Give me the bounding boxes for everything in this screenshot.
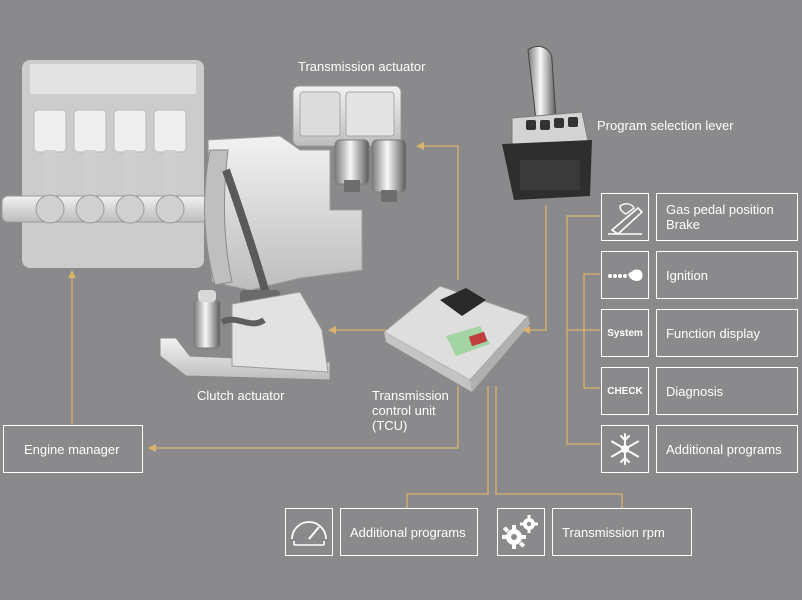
diagnosis-text: Diagnosis <box>666 383 724 399</box>
additional-programs-right-box: Additional programs <box>656 425 798 473</box>
engine-block-illustration <box>1 60 223 268</box>
selection-lever-illustration <box>502 45 592 200</box>
engine-manager-text: Engine manager <box>24 441 120 457</box>
additional-programs-right-text: Additional programs <box>666 441 782 457</box>
tcu-label-line1: Transmission <box>372 388 449 403</box>
diagnosis-box: Diagnosis <box>656 367 798 415</box>
snowflake-icon <box>611 433 639 465</box>
ignition-icon-box <box>601 251 649 299</box>
system-icon-box: System <box>601 309 649 357</box>
gauge-icon-box <box>285 508 333 556</box>
check-icon-box: CHECK <box>601 367 649 415</box>
gears-icon-box <box>497 508 545 556</box>
tcu-illustration <box>383 285 530 392</box>
tcu-label-line2: control unit <box>372 403 436 418</box>
transmission-rpm-text: Transmission rpm <box>562 524 665 540</box>
transmission-rpm-box: Transmission rpm <box>552 508 692 556</box>
clutch-actuator-label: Clutch actuator <box>197 388 285 403</box>
function-display-box: Function display <box>656 309 798 357</box>
clutch-actuator-illustration <box>159 290 331 381</box>
brake-text: Brake <box>666 217 700 232</box>
additional-programs-bottom-text: Additional programs <box>350 524 466 540</box>
tcu-label-line3: (TCU) <box>372 418 408 433</box>
gas-pedal-icon-box <box>601 193 649 241</box>
transmission-actuator-illustration <box>292 85 407 202</box>
program-selection-lever-label: Program selection lever <box>597 118 734 133</box>
gearbox-illustration <box>204 135 363 304</box>
engine-manager-box: Engine manager <box>3 425 143 473</box>
ignition-key-icon <box>608 269 643 281</box>
gas-pedal-brake-box: Gas pedal position Brake <box>656 193 798 241</box>
check-icon: CHECK <box>607 385 643 397</box>
transmission-actuator-label: Transmission actuator <box>298 59 426 74</box>
ignition-text: Ignition <box>666 267 708 283</box>
system-icon: System <box>607 327 643 339</box>
gas-pedal-text: Gas pedal position <box>666 202 774 217</box>
additional-programs-bottom-box: Additional programs <box>340 508 478 556</box>
gears-icon <box>502 515 538 549</box>
ignition-box: Ignition <box>656 251 798 299</box>
snowflake-icon-box <box>601 425 649 473</box>
connector-lines <box>68 142 623 508</box>
function-display-text: Function display <box>666 325 760 341</box>
pedal-icon <box>608 203 644 236</box>
gauge-icon <box>291 521 327 546</box>
